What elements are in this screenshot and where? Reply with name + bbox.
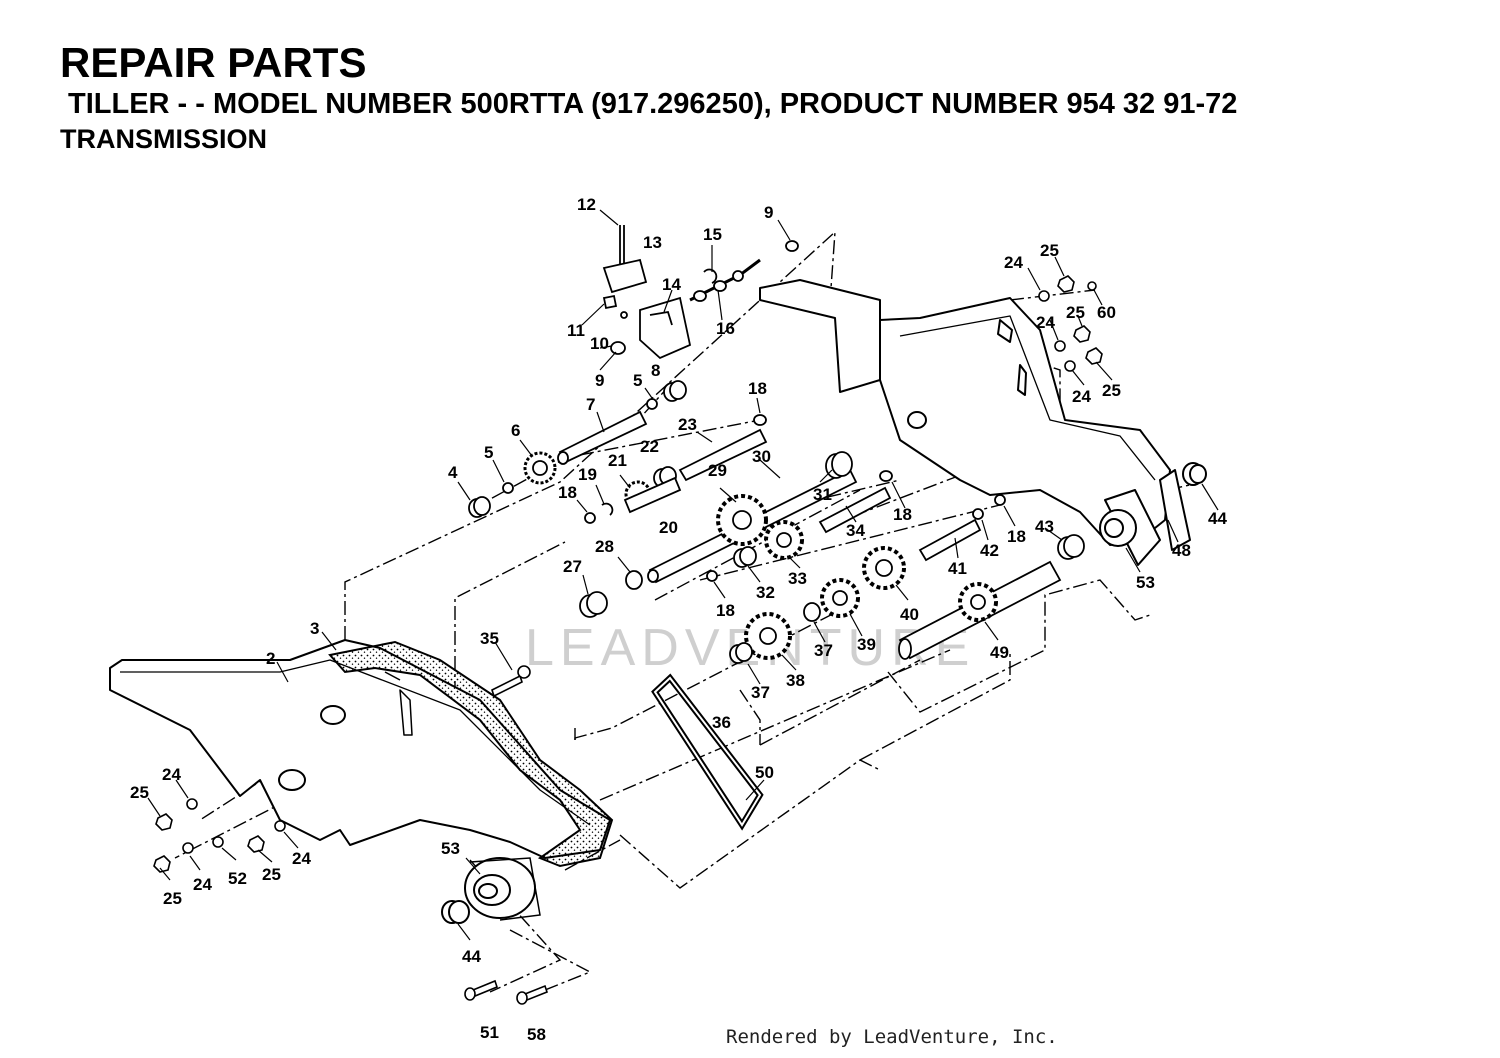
left-output-bearing-assembly bbox=[441, 857, 541, 924]
callout-12: 12 bbox=[577, 195, 596, 214]
model-subtitle: TILLER - - MODEL NUMBER 500RTTA (917.296… bbox=[68, 88, 1238, 120]
drive-chain bbox=[651, 673, 764, 831]
callout-5a: 5 bbox=[633, 371, 642, 390]
callout-48: 48 bbox=[1172, 541, 1191, 560]
left-fasteners bbox=[153, 798, 286, 873]
leader-lines bbox=[147, 209, 1219, 941]
callout-58: 58 bbox=[527, 1025, 546, 1044]
shift-assembly bbox=[602, 225, 799, 360]
callout-7: 7 bbox=[586, 395, 595, 414]
gasket bbox=[328, 640, 614, 868]
callout-24f: 24 bbox=[1072, 387, 1091, 406]
callout-24b: 24 bbox=[193, 875, 212, 894]
callout-25f: 25 bbox=[1102, 381, 1121, 400]
callout-18a: 18 bbox=[748, 379, 767, 398]
callout-19: 19 bbox=[578, 465, 597, 484]
shafts-and-gears bbox=[468, 380, 1085, 664]
callout-25e: 25 bbox=[1066, 303, 1085, 322]
callout-9: 9 bbox=[764, 203, 773, 222]
callout-24c: 24 bbox=[292, 849, 311, 868]
callout-4: 4 bbox=[448, 463, 458, 482]
page-header: REPAIR PARTS TILLER - - MODEL NUMBER 500… bbox=[60, 40, 1237, 156]
callout-2: 2 bbox=[266, 649, 275, 668]
page-title: REPAIR PARTS bbox=[60, 39, 367, 86]
callout-18d: 18 bbox=[716, 601, 735, 620]
callout-8: 8 bbox=[651, 361, 660, 380]
callout-28: 28 bbox=[595, 537, 614, 556]
callout-41: 41 bbox=[948, 559, 967, 578]
callout-6: 6 bbox=[511, 421, 520, 440]
callout-60: 60 bbox=[1097, 303, 1116, 322]
left-housing-bearing-bore-2 bbox=[278, 769, 306, 791]
callout-33: 33 bbox=[788, 569, 807, 588]
callout-10: 10 bbox=[590, 334, 609, 353]
callout-44b: 44 bbox=[1208, 509, 1227, 528]
callout-22: 22 bbox=[640, 437, 659, 456]
callout-18e: 18 bbox=[1007, 527, 1026, 546]
callout-25c: 25 bbox=[262, 865, 281, 884]
callout-23: 23 bbox=[678, 415, 697, 434]
callout-53b: 53 bbox=[1136, 573, 1155, 592]
section-title: TRANSMISSION bbox=[60, 124, 268, 154]
callout-18b: 18 bbox=[558, 483, 577, 502]
callout-40: 40 bbox=[900, 605, 919, 624]
callout-labels: 12 13 9 15 14 11 10 16 9 5 8 18 7 23 6 5… bbox=[130, 195, 1227, 1044]
callout-5b: 5 bbox=[484, 443, 493, 462]
callout-20: 20 bbox=[659, 518, 678, 537]
callout-52: 52 bbox=[228, 869, 247, 888]
callout-51: 51 bbox=[480, 1023, 499, 1042]
callout-25b: 25 bbox=[163, 889, 182, 908]
callout-25a: 25 bbox=[130, 783, 149, 802]
callout-49: 49 bbox=[990, 643, 1009, 662]
callout-31: 31 bbox=[813, 485, 832, 504]
callout-14: 14 bbox=[662, 275, 681, 294]
left-housing-half bbox=[109, 639, 611, 859]
callout-42: 42 bbox=[980, 541, 999, 560]
callout-35: 35 bbox=[480, 629, 499, 648]
callout-18c: 18 bbox=[893, 505, 912, 524]
callout-37a: 37 bbox=[814, 641, 833, 660]
callout-53a: 53 bbox=[441, 839, 460, 858]
callout-15: 15 bbox=[703, 225, 722, 244]
callout-24e: 24 bbox=[1036, 313, 1055, 332]
callout-29: 29 bbox=[708, 461, 727, 480]
callout-25d: 25 bbox=[1040, 241, 1059, 260]
callout-21: 21 bbox=[608, 451, 627, 470]
right-housing-bore bbox=[907, 411, 927, 429]
footer-credit: Rendered by LeadVenture, Inc. bbox=[726, 1026, 1058, 1048]
callout-24a: 24 bbox=[162, 765, 181, 784]
right-fasteners bbox=[1038, 275, 1103, 372]
callout-38: 38 bbox=[786, 671, 805, 690]
callout-27: 27 bbox=[563, 557, 582, 576]
callout-37b: 37 bbox=[751, 683, 770, 702]
callout-36: 36 bbox=[712, 713, 731, 732]
callout-50: 50 bbox=[755, 763, 774, 782]
left-housing-bearing-bore-1 bbox=[320, 705, 346, 725]
right-housing-half bbox=[759, 279, 1207, 566]
callout-9b: 9 bbox=[595, 371, 604, 390]
callout-3: 3 bbox=[310, 619, 319, 638]
callout-16: 16 bbox=[716, 319, 735, 338]
callout-24d: 24 bbox=[1004, 253, 1023, 272]
callout-13: 13 bbox=[643, 233, 662, 252]
callout-34: 34 bbox=[846, 521, 865, 540]
callout-43: 43 bbox=[1035, 517, 1054, 536]
callout-39: 39 bbox=[857, 635, 876, 654]
callout-11: 11 bbox=[567, 321, 585, 340]
callout-32: 32 bbox=[756, 583, 775, 602]
callout-30: 30 bbox=[752, 447, 771, 466]
bolts bbox=[464, 665, 548, 1005]
callout-44a: 44 bbox=[462, 947, 481, 966]
